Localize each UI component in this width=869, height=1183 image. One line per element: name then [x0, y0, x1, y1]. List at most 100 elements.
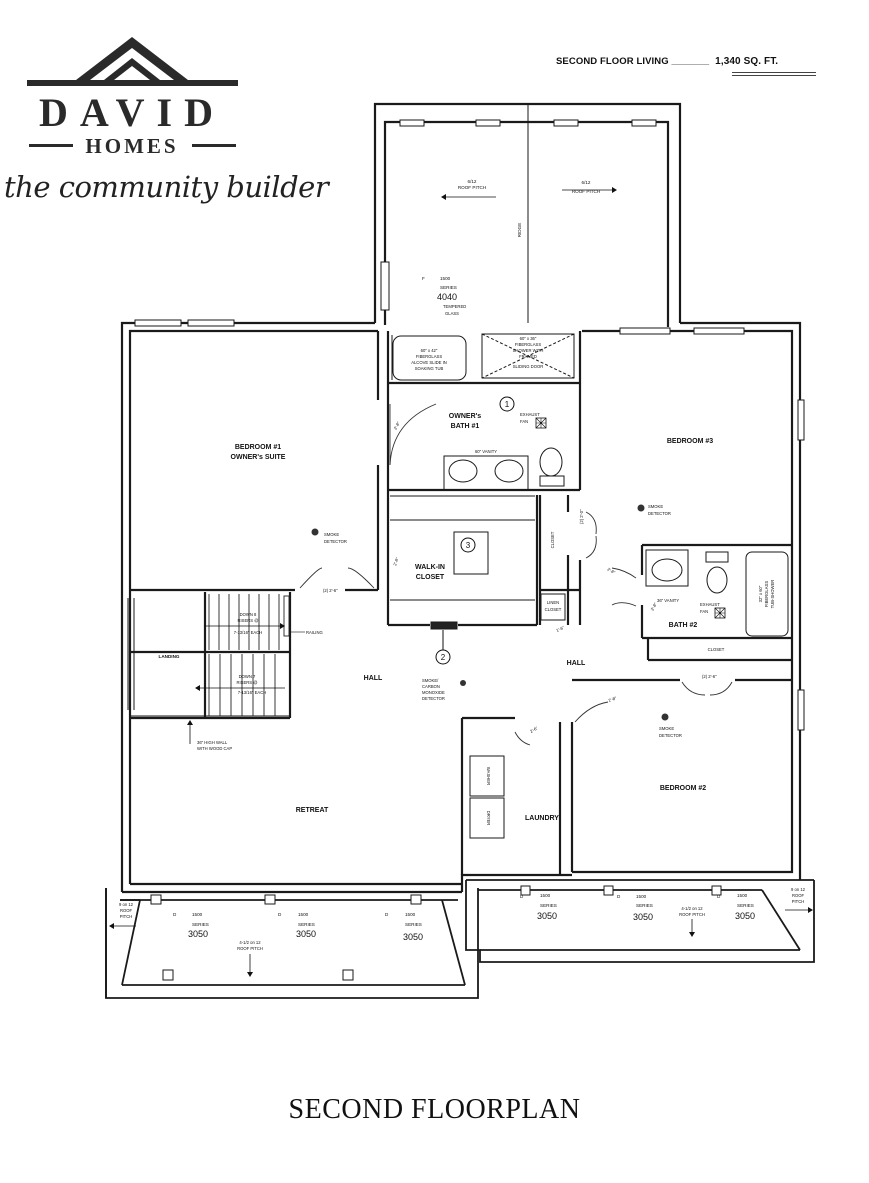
porch-posts	[150, 885, 722, 981]
marker-3-label: 3	[466, 541, 471, 550]
shower-note-4: FRAMED	[519, 354, 537, 359]
stair-down7-2: RISERS @	[236, 680, 257, 685]
pitch-412-left-b: ROOF PITCH	[237, 946, 263, 951]
window-d-3-series-word: SERIES	[405, 922, 422, 927]
window-d-5-size: 3050	[633, 912, 653, 922]
wall36-note-1: 36" HIGH WALL	[197, 740, 228, 745]
tub-note-2: FIBERGLASS	[416, 354, 443, 359]
wall36-note-2: WITH WOOD CAP	[197, 746, 232, 751]
pitch-912-right-b: ROOF	[792, 893, 805, 898]
retreat-label: RETREAT	[296, 807, 329, 814]
stair-down8-3: 7-13/16" EACH	[234, 630, 263, 635]
window-d-4-series-word: SERIES	[540, 903, 557, 908]
window-d-4-series: 1500	[540, 893, 551, 898]
shower-note-2: FIBERGLASS	[515, 342, 542, 347]
walls	[120, 102, 802, 894]
ridge-label: RIDGE	[517, 223, 522, 238]
window-f-glass2: GLASS	[445, 311, 459, 316]
owners-bath-sub-label: BATH #1	[451, 423, 480, 430]
linen-label-2: CLOSET	[545, 607, 562, 612]
roof-pitch-left: 6/12	[468, 179, 477, 184]
bath2-label: BATH #2	[669, 622, 698, 629]
window-d-1-code: D	[173, 912, 177, 917]
hall-label-1: HALL	[364, 675, 383, 682]
door-closet-note: (2) 2'-0"	[579, 509, 584, 524]
exhaust-note-2b: FAN	[700, 609, 708, 614]
exhaust-note-1b: FAN	[520, 419, 528, 424]
stair-down7-1: DOWN 7	[239, 674, 256, 679]
window-d-4-code: D	[520, 894, 524, 899]
door-26-note: 2'-6"	[529, 725, 539, 734]
roof-pitch-right: 6/12	[582, 180, 591, 185]
pitch-912-right-c: PITCH	[792, 899, 805, 904]
stair-notes: DOWN 8 RISERS @ 7-13/16" EACH DOWN 7 RIS…	[187, 612, 323, 751]
bedroom3-label: BEDROOM #3	[667, 438, 713, 445]
smoke2b-note: DETECTOR	[659, 733, 682, 738]
window-f-series: 1500	[440, 276, 451, 281]
shower-note-5: SLIDING DOOR	[513, 364, 543, 369]
window-d-2-series-word: SERIES	[298, 922, 315, 927]
header-underline	[732, 72, 816, 73]
porch-pitch-notes: 4-1/2 on 12 ROOF PITCH 4-1/2 on 12 ROOF …	[109, 887, 813, 977]
window-d-2-code: D	[278, 912, 282, 917]
tub-note-1: 60" x 42"	[421, 348, 438, 353]
smoke3b-note: DETECTOR	[648, 511, 671, 516]
smoke1-note: SMOKE	[324, 532, 339, 537]
marker-1-label: 1	[505, 400, 510, 409]
smoke-co-note-4: DETECTOR	[422, 696, 445, 701]
smoke1b-note: DETECTOR	[324, 539, 347, 544]
roof-pitch-left-word: ROOF PITCH	[458, 185, 486, 190]
porch-window-notes: D 1500 SERIES 3050 D 1500 SERIES 3050 D …	[173, 893, 755, 942]
hall-label-2: HALL	[567, 660, 586, 667]
window-d-1-series: 1500	[192, 912, 203, 917]
bedroom1-sub-label: OWNER's SUITE	[231, 454, 286, 461]
window-d-5-code: D	[617, 894, 621, 899]
exhaust-note-1: EXHAUST	[520, 412, 540, 417]
door-28c-note: 2'-8"	[607, 567, 617, 576]
header-underline-2	[732, 75, 816, 76]
door-bedroom2-note: (2) 2'-6"	[702, 674, 717, 679]
living-area-value: 1,340 SQ. FT.	[715, 56, 779, 67]
exhaust-note-2: EXHAUST	[700, 602, 720, 607]
roof-pitch-notes: 6/12 ROOF PITCH 6/12 ROOF PITCH RIDGE	[441, 179, 617, 237]
door-28a-note: 2'-8"	[393, 420, 402, 430]
window-d-3-code: D	[385, 912, 389, 917]
smoke-co-note-1: SMOKE/	[422, 678, 439, 683]
logo: DAVID HOMES	[27, 37, 238, 158]
roof-icon	[27, 37, 238, 86]
window-d-6-series: 1500	[737, 893, 748, 898]
window-d-3-series: 1500	[405, 912, 416, 917]
pitch-412-right: 4-1/2 on 12	[681, 906, 703, 911]
window-f-glass1: TEMPERED	[443, 304, 466, 309]
window-d-3-size: 3050	[403, 932, 423, 942]
stair-down8-1: DOWN 8	[240, 612, 257, 617]
tubshower-note-1: 32" x 60"	[758, 585, 763, 602]
pitch-912-left-c: PITCH	[120, 914, 133, 919]
logo-tagline: the community builder	[4, 170, 329, 204]
walkin-closet-label: WALK-IN	[415, 564, 445, 571]
window-d-1-series-word: SERIES	[192, 922, 209, 927]
porch-roof-left	[105, 888, 479, 999]
owners-bath-label: OWNER's	[449, 413, 481, 420]
door-swings	[299, 403, 733, 746]
marker-2-label: 2	[441, 653, 446, 662]
window-d-5-series-word: SERIES	[636, 903, 653, 908]
railing-note: RAILING	[306, 630, 323, 635]
logo-brand-top: DAVID	[39, 90, 225, 135]
smoke3-note: SMOKE	[648, 504, 663, 509]
exhaust-fan-icon	[535, 417, 726, 619]
window-d-4-size: 3050	[537, 911, 557, 921]
window-marks	[134, 119, 805, 731]
bedroom1-label: BEDROOM #1	[235, 444, 281, 451]
stair-down8-2: RISERS @	[237, 618, 258, 623]
laundry-label: LAUNDRY	[525, 815, 559, 822]
closet-vertical-label: CLOSET	[550, 531, 555, 548]
shower-note-3: SHOWER WITH	[513, 348, 544, 353]
window-f-code: F	[422, 276, 425, 281]
window-f-series-word: SERIES	[440, 285, 457, 290]
pitch-912-left-b: ROOF	[120, 908, 133, 913]
door-28e-note: 2'-8"	[608, 695, 618, 703]
smoke2-note: SMOKE	[659, 726, 674, 731]
shower-note: 60" x 36" FIBERGLASS SHOWER WITH FRAMED …	[513, 336, 544, 369]
